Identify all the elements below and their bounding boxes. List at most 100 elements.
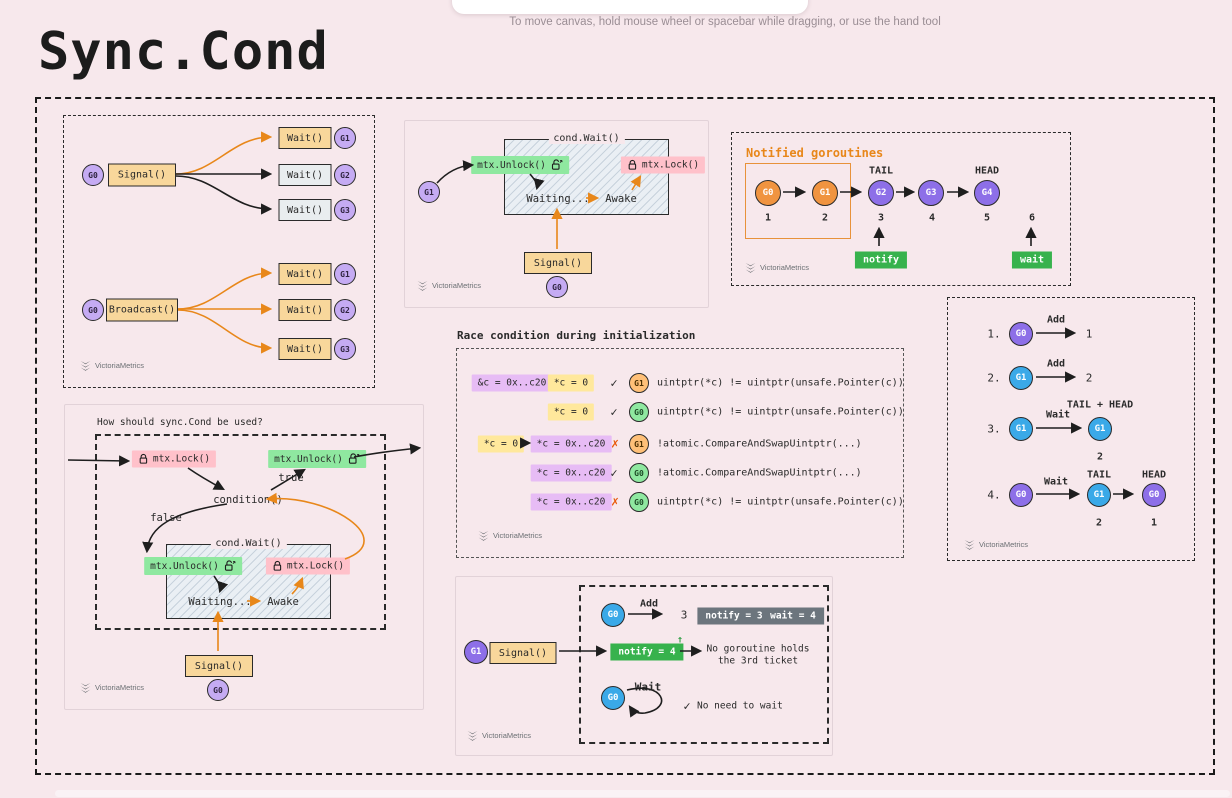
goroutine-circle: G3	[334, 338, 356, 360]
mtx-lock-chip: mtx.Lock()	[620, 156, 706, 174]
goroutine-circle: G1	[812, 180, 838, 206]
victoriametrics-logo: VictoriaMetrics	[466, 729, 531, 742]
notify-counter-box: notify = 3	[697, 607, 771, 625]
step-label: 3.	[987, 422, 1001, 436]
unlock-icon	[551, 159, 563, 170]
race-title: Race condition during initialization	[457, 329, 696, 342]
unlock-icon	[224, 560, 236, 571]
lock-icon	[628, 159, 637, 170]
panel-cond-wait: cond.Wait() G1 mtx.Unlock() mtx.Lock() W…	[404, 120, 709, 308]
waiting-label: Waiting...	[188, 596, 252, 608]
race-expression: uintptr(*c) != uintptr(unsafe.Pointer(c)…	[657, 496, 904, 508]
vm-logo-icon	[80, 361, 91, 371]
wait-counter-box: wait = 4	[762, 607, 824, 625]
unlock-icon	[348, 453, 360, 464]
notify-pointer: notify	[854, 251, 908, 269]
vm-logo-icon	[80, 683, 91, 693]
count-label: 1	[1150, 517, 1158, 529]
signal-box: Signal()	[524, 252, 592, 274]
goroutine-circle: G0	[629, 463, 649, 483]
mtx-unlock-label: mtx.Unlock()	[150, 560, 219, 572]
ticket-scope	[579, 585, 829, 744]
cross-icon: ✗	[611, 494, 619, 510]
no-holder-line2: the 3rd ticket	[717, 655, 799, 667]
zero-chip: *c = 0	[547, 403, 595, 421]
step-label: 4.	[987, 488, 1001, 502]
step-value: 2	[1085, 371, 1093, 385]
panel-steps: 1. G0 Add 1 2. G1 Add 2 3. G1 Wait TAIL …	[947, 297, 1195, 561]
usage-scope	[95, 434, 386, 630]
add-label: Add	[1046, 314, 1066, 326]
assigned-chip: *c = 0x..c20	[530, 464, 612, 482]
wait-pointer: wait	[1011, 251, 1053, 269]
victoriametrics-logo: VictoriaMetrics	[79, 681, 144, 694]
signal-box: Signal()	[489, 642, 557, 664]
tail-label: TAIL	[1086, 469, 1112, 481]
race-expression: uintptr(*c) != uintptr(unsafe.Pointer(c)…	[657, 406, 904, 418]
ticket-number: 5	[983, 212, 991, 224]
head-label: HEAD	[1141, 469, 1167, 481]
panel-notified-goroutines: Notified goroutines TAIL HEAD G0 G1 G2 G…	[731, 132, 1071, 286]
wait-box: Wait()	[278, 164, 332, 186]
horizontal-scrollbar[interactable]	[55, 790, 1230, 797]
notify-counter-updated: notify = 4	[610, 643, 684, 661]
wait-box: Wait()	[278, 299, 332, 321]
signal-box: Signal()	[185, 655, 253, 677]
add-label: Add	[639, 598, 659, 610]
goroutine-circle: G1	[629, 373, 649, 393]
step-label: 1.	[987, 327, 1001, 341]
waiting-label: Waiting...	[526, 193, 590, 205]
goroutine-circle: G0	[601, 603, 625, 627]
goroutine-circle: G0	[601, 686, 625, 710]
ticket-number: 2	[821, 212, 829, 224]
goroutine-circle: G3	[918, 180, 944, 206]
cond-wait-label: cond.Wait()	[548, 133, 625, 144]
wait-label: Wait	[1045, 409, 1071, 421]
count-label: 2	[1095, 517, 1103, 529]
no-need-label: No need to wait	[697, 700, 783, 712]
goroutine-circle: G2	[334, 164, 356, 186]
goroutine-circle: G0	[629, 492, 649, 512]
zero-chip: *c = 0	[547, 374, 595, 392]
goroutine-circle: G4	[974, 180, 1000, 206]
vm-logo-icon	[467, 731, 478, 741]
mtx-unlock-chip: mtx.Unlock()	[471, 156, 569, 174]
notified-title: Notified goroutines	[746, 146, 884, 160]
goroutine-circle: G0	[629, 402, 649, 422]
panel-race-condition: &c = 0x..c20 *c = 0 ✓ G1 uintptr(*c) != …	[456, 348, 904, 558]
check-icon: ✓	[610, 466, 618, 480]
toolbar[interactable]	[452, 0, 808, 14]
goroutine-circle: G0	[82, 299, 104, 321]
goroutine-circle: G1	[464, 640, 488, 664]
step-label: 2.	[987, 371, 1001, 385]
mtx-lock-chip: mtx.Lock()	[265, 557, 351, 575]
goroutine-circle: G0	[1009, 483, 1033, 507]
ticket-number: 4	[928, 212, 936, 224]
assigned-chip: *c = 0x..c20	[530, 435, 612, 453]
canvas-frame[interactable]	[35, 97, 1215, 775]
add-result: 3	[680, 608, 688, 622]
goroutine-circle: G1	[1087, 483, 1111, 507]
panel-usage: How should sync.Cond be used? mtx.Lock()…	[64, 404, 424, 710]
race-expression: !atomic.CompareAndSwapUintptr(...)	[657, 467, 862, 479]
mtx-lock-label: mtx.Lock()	[152, 453, 211, 465]
ticket-number: 6	[1028, 212, 1036, 224]
mtx-unlock-chip: mtx.Unlock()	[144, 557, 242, 575]
awake-label: Awake	[267, 596, 299, 608]
vm-logo-text: VictoriaMetrics	[95, 683, 145, 692]
vm-logo-icon	[964, 540, 975, 550]
lock-icon	[139, 453, 148, 464]
zero-chip: *c = 0	[477, 435, 525, 453]
victoriametrics-logo: VictoriaMetrics	[744, 261, 809, 274]
goroutine-circle: G0	[82, 164, 104, 186]
awake-label: Awake	[605, 193, 637, 205]
mtx-unlock-label: mtx.Unlock()	[477, 159, 546, 171]
wait-label: Wait	[1043, 476, 1069, 488]
check-icon: ✓	[610, 376, 618, 390]
victoriametrics-logo: VictoriaMetrics	[79, 359, 144, 372]
vm-logo-text: VictoriaMetrics	[432, 281, 482, 290]
panel-ticket: G0 Add 3 notify = 3 wait = 4 G1 Signal()…	[455, 576, 833, 756]
assigned-chip: *c = 0x..c20	[530, 493, 612, 511]
goroutine-circle: G0	[1009, 322, 1033, 346]
true-label: true	[278, 472, 304, 484]
